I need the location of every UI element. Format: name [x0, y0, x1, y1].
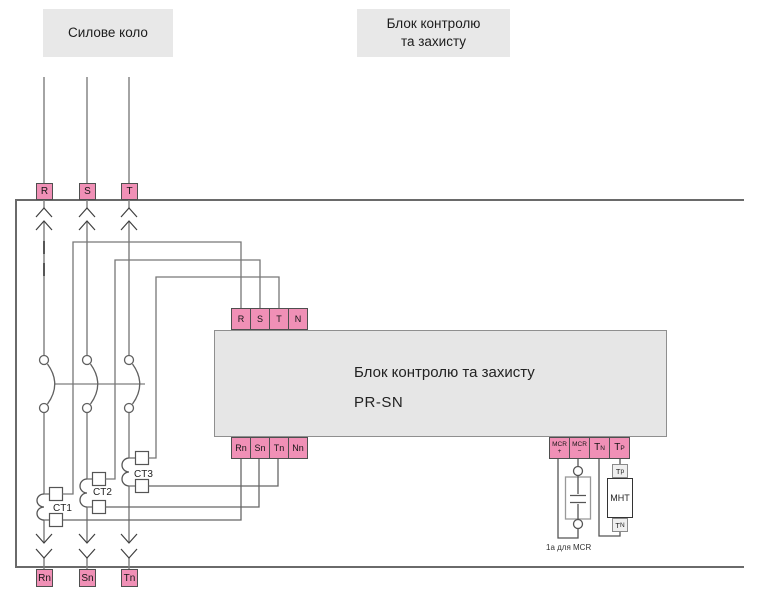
- terminal-sn-out-label: Sn: [81, 572, 94, 584]
- block-top-terminal-wires: [62, 241, 280, 495]
- control-block-label-line1: Блок контролю: [386, 15, 481, 31]
- terminal-sn-out: Sn: [79, 569, 96, 587]
- block-terminal-rn: Rn: [231, 437, 251, 459]
- terminal-s: S: [79, 183, 96, 200]
- drawout-contacts-bottom-icon: [35, 533, 138, 559]
- ct3-label: CT3: [134, 469, 153, 480]
- terminal-s-label: S: [84, 186, 91, 197]
- terminal-t: T: [121, 183, 138, 200]
- terminal-rn-out-label: Rn: [38, 572, 51, 584]
- circuit-breaker: [38, 354, 145, 414]
- block-terminal-nn: Nn: [288, 437, 308, 459]
- block-terminal-r: R: [231, 308, 251, 330]
- block-bottom-terminal-wires: [62, 459, 279, 521]
- block-terminal-n: N: [288, 308, 308, 330]
- drawout-contacts-top-icon: [35, 207, 138, 231]
- block-terminal-mcr-plus: MCR +: [549, 437, 570, 459]
- terminal-tn-out: Tn: [121, 569, 138, 587]
- protection-block: Блок контролю та захисту PR-SN: [214, 330, 667, 437]
- ct2-label: CT2: [93, 487, 112, 498]
- block-terminal-sn: Sn: [250, 437, 270, 459]
- power-circuit-label: Силове коло: [68, 24, 148, 40]
- power-circuit-header: Силове коло: [43, 9, 173, 57]
- block-bottom-terminal-strip: Rn Sn Tn Nn: [231, 437, 308, 459]
- control-block-header: Блок контролю та захисту: [357, 9, 510, 57]
- mcr-circuit: [557, 459, 592, 539]
- phase-conductors: [43, 77, 130, 570]
- terminal-r: R: [36, 183, 53, 200]
- control-block-label-line2: та захисту: [400, 34, 467, 49]
- ct1-label: CT1: [53, 503, 72, 514]
- terminal-r-label: R: [40, 186, 49, 197]
- ct-coils: [36, 457, 130, 521]
- block-terminal-s: S: [250, 308, 270, 330]
- protection-block-title: Блок контролю та захисту: [354, 364, 535, 381]
- block-terminal-mcr-minus: MCR −: [569, 437, 590, 459]
- terminal-t-label: T: [126, 186, 133, 197]
- mcr-note: 1а для MCR: [546, 543, 592, 552]
- terminal-tn-out-label: Tn: [123, 572, 136, 584]
- block-terminal-t: T: [269, 308, 289, 330]
- block-terminal-tn: Tn: [269, 437, 289, 459]
- block-top-terminal-strip: R S T N: [231, 308, 308, 330]
- ct-terminal-squares: [44, 450, 150, 528]
- mht-transformer: МНТ: [607, 478, 633, 518]
- protection-block-model: PR-SN: [354, 394, 404, 411]
- enclosure-outline: [15, 199, 744, 568]
- mht-label: МНТ: [610, 493, 630, 503]
- mht-circuit-wires: [598, 459, 621, 537]
- terminal-rn-out: Rn: [36, 569, 53, 587]
